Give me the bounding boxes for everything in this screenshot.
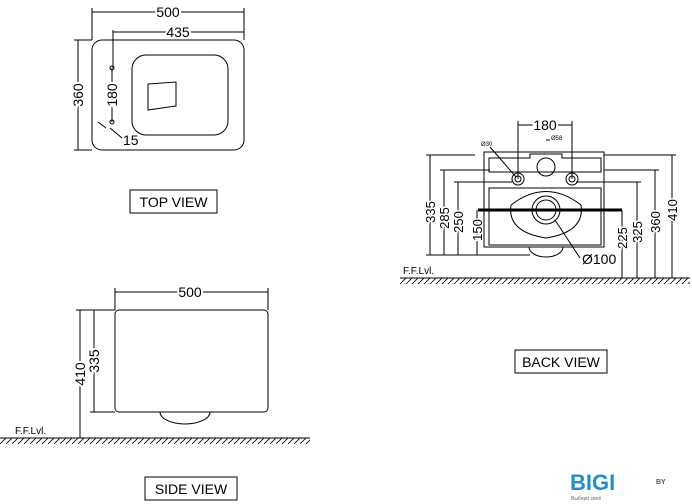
bigi-logo: BIGI BY Выбери своё [570, 470, 666, 502]
dim-inner-width: 435 [166, 24, 190, 40]
back-bowl-bottom [528, 246, 564, 258]
side-dim-width: 500 [178, 284, 202, 300]
back-dim-right-3: 410 [665, 199, 680, 221]
hole-dia-label: Ø30 [481, 142, 493, 148]
logo-suffix: BY [656, 479, 666, 486]
side-outline [114, 309, 269, 413]
back-view: 180 Ø30 Ø58 Ø100 335 285 250 150 225 325… [400, 115, 690, 374]
back-dim-left-2: 250 [451, 211, 466, 233]
dim-width: 500 [156, 4, 180, 20]
bowl-bottom [159, 411, 211, 425]
side-view-label-box [144, 476, 238, 501]
top-outline [91, 39, 245, 151]
floor-label: F.F.Lvl. [15, 426, 46, 437]
back-dim-right-2: 360 [648, 211, 663, 233]
side-view-label: SIDE VIEW [155, 481, 228, 497]
dim-depth: 360 [70, 83, 86, 107]
inlet-dia-label: Ø58 [551, 136, 563, 142]
outlet-dia-label: Ø100 [582, 251, 616, 267]
back-outline [483, 151, 605, 248]
back-dim-right-0: 225 [615, 227, 630, 249]
top-view-label: TOP VIEW [140, 194, 209, 210]
back-dim-left-3: 150 [470, 219, 485, 241]
top-view: 500 435 360 180 15 TOP VIEW [68, 2, 245, 214]
side-view: 500 410 335 F.F.Lvl. SIDE VIEW [0, 282, 310, 501]
dim-offset: 15 [123, 132, 139, 148]
logo-tagline: Выбери своё [571, 496, 601, 502]
back-floor-label: F.F.Lvl. [403, 266, 434, 277]
drain-outline [147, 81, 177, 111]
back-dim-holes: 180 [533, 117, 557, 133]
side-dim-body-height: 335 [86, 349, 102, 373]
back-dim-left-0: 335 [423, 201, 438, 223]
seat-opening [131, 54, 229, 136]
back-view-label: BACK VIEW [522, 354, 601, 370]
inlet-circle [536, 157, 556, 177]
logo-text: BIGI [570, 470, 615, 495]
back-dim-left-1: 285 [437, 207, 452, 229]
side-dim-height: 410 [72, 362, 88, 386]
back-view-label-box [514, 349, 608, 374]
dim-holes: 180 [104, 83, 120, 107]
top-view-label-box [129, 189, 218, 214]
back-dim-right-1: 325 [630, 221, 645, 243]
